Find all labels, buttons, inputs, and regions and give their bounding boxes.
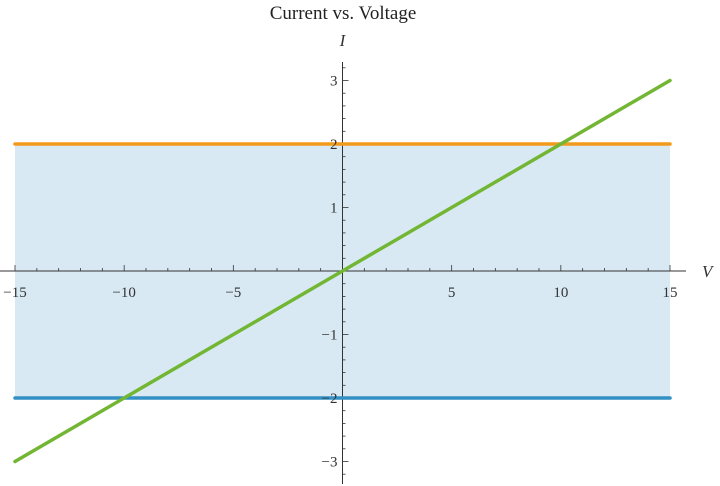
y-tick-label: −1 <box>322 328 338 344</box>
series-line-3 <box>13 78 672 464</box>
x-tick-label: 5 <box>448 285 456 301</box>
y-tick-label: −3 <box>322 455 338 471</box>
y-axis-label: I <box>339 31 347 50</box>
chart-title: Current vs. Voltage <box>269 3 417 24</box>
x-tick-label: 10 <box>553 285 568 301</box>
y-tick-label: 1 <box>330 201 338 217</box>
x-tick-label: 15 <box>663 285 678 301</box>
y-tick-label: 2 <box>330 137 338 153</box>
y-tick-label: −2 <box>322 391 338 407</box>
y-tick-label: 3 <box>330 74 338 90</box>
x-tick-label: −5 <box>225 285 241 301</box>
x-axis-label: V <box>702 262 715 281</box>
x-tick-label: −15 <box>3 285 26 301</box>
x-tick-label: −10 <box>112 285 135 301</box>
